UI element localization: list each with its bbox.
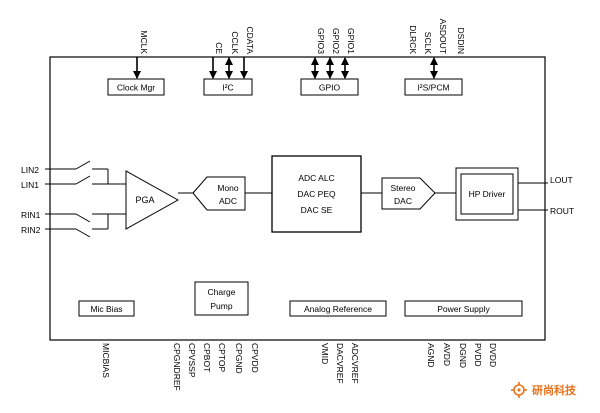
pin-ce: CE (214, 42, 224, 54)
pin-cclk: CCLK (230, 31, 240, 54)
i2s-pcm-block (404, 78, 463, 96)
pin-asdout: ASDOUT (438, 19, 448, 54)
pin-pvdd: PVDD (473, 343, 483, 367)
charge-pump-block (194, 281, 249, 316)
stereo-dac-block (381, 177, 436, 210)
pin-cpbot: CPBOT (202, 343, 212, 372)
charge-pump-label-line2: Pump (210, 301, 232, 311)
pin-agnd: AGND (426, 343, 436, 368)
dsp-block (271, 155, 362, 233)
pin-rout: ROUT (550, 206, 574, 216)
pin-dsdin: DSDIN (456, 28, 466, 54)
pga-label: PGA (135, 195, 154, 205)
i2s-pcm-label: I²S/PCM (417, 83, 449, 93)
pin-adcvref: ADCVREF (350, 343, 360, 384)
mono-adc-label-line2: ADC (219, 196, 237, 206)
hp-driver-label: HP Driver (469, 189, 506, 199)
pin-cpvssp: CPVSSP (187, 343, 197, 378)
pin-lin2: LIN2 (21, 165, 39, 175)
mic-bias-label: Mic Bias (90, 304, 122, 314)
watermark-logo (511, 382, 527, 398)
pin-gpio3: GPIO3 (316, 28, 326, 54)
stereo-dac-label-line1: Stereo (390, 183, 415, 193)
stereo-dac-label-line2: DAC (394, 196, 412, 206)
pin-avdd: AVDD (442, 343, 452, 366)
pin-gpio2: GPIO2 (331, 28, 341, 54)
pin-gpio1: GPIO1 (346, 28, 356, 54)
pga-amplifier (125, 170, 180, 230)
charge-pump-label-line1: Charge (208, 287, 236, 297)
pin-mclk: MCLK (139, 30, 149, 54)
gpio-label: GPIO (319, 83, 341, 93)
pin-dlrck: DLRCK (408, 25, 418, 54)
dsp-label-line3: DAC SE (301, 205, 333, 215)
watermark-text: 研尚科技 (532, 383, 577, 397)
dsp-label-line1: ADC ALC (298, 173, 334, 183)
mono-adc-label-line1: Mono (217, 183, 239, 193)
pin-vmid: VMID (320, 343, 330, 364)
power-supply-block (404, 300, 523, 317)
clock-mgr-block (107, 78, 165, 96)
analog-reference-block (289, 300, 387, 317)
dsp-label-line2: DAC PEQ (297, 189, 336, 199)
power-supply-label: Power Supply (437, 304, 490, 314)
clock-mgr-label: Clock Mgr (117, 83, 155, 93)
mic-bias-block (78, 300, 135, 317)
i2c-block (203, 78, 253, 96)
i2c-label: I²C (222, 83, 233, 93)
pin-sclk: SCLK (423, 32, 433, 55)
analog-reference-label: Analog Reference (304, 304, 372, 314)
pin-cpgnd: CPGND (234, 343, 244, 374)
pin-cpvdd: CPVDD (250, 343, 260, 373)
pin-rin2: RIN2 (21, 225, 41, 235)
pin-dvdd: DVDD (488, 343, 498, 367)
hp-driver-inner (460, 173, 514, 215)
gpio-block (300, 78, 359, 96)
chip-outline (49, 56, 546, 341)
input-switches (45, 160, 126, 238)
pin-dgnd: DGND (458, 343, 468, 368)
pin-cpgndref: CPGNDREF (172, 343, 182, 391)
pin-cdata: CDATA (245, 26, 255, 54)
pin-dacvref: DACVREF (335, 343, 345, 384)
pin-micbias: MICBIAS (101, 343, 111, 378)
pin-cptop: CPTOP (217, 343, 227, 372)
pin-lout: LOUT (550, 175, 573, 185)
pin-lin1: LIN1 (21, 180, 39, 190)
pin-rin1: RIN1 (21, 210, 41, 220)
